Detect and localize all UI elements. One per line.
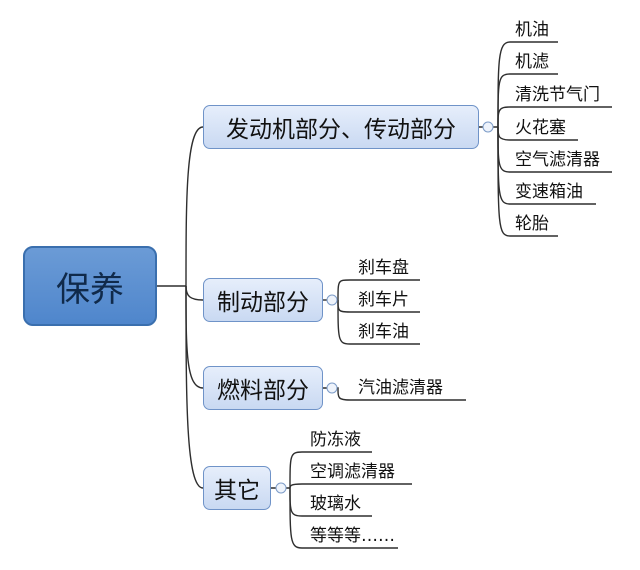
leaf-antifreeze[interactable]: 防冻液 bbox=[310, 430, 361, 450]
branch-other[interactable]: 其它 bbox=[203, 466, 271, 510]
root-to-brake bbox=[185, 285, 204, 301]
leaf-brake-pad[interactable]: 刹车片 bbox=[358, 290, 409, 310]
branch-brake[interactable]: 制动部分 bbox=[203, 278, 323, 322]
leaf-oil-filter[interactable]: 机滤 bbox=[515, 52, 549, 72]
other-collapse-dot bbox=[275, 482, 287, 494]
leaf-engine-oil[interactable]: 机油 bbox=[515, 20, 549, 40]
leaf-spark-plug[interactable]: 火花塞 bbox=[515, 118, 566, 138]
fuel-collapse-dot bbox=[326, 382, 338, 394]
leaf-throttle-cleaning[interactable]: 清洗节气门 bbox=[515, 85, 600, 105]
engine-collapse-dot bbox=[482, 121, 494, 133]
root-to-fuel bbox=[185, 285, 204, 389]
branch-engine-transmission[interactable]: 发动机部分、传动部分 bbox=[203, 105, 479, 149]
root-to-engine bbox=[185, 126, 204, 287]
leaf-gearbox-oil[interactable]: 变速箱油 bbox=[515, 182, 583, 202]
leaf-ac-filter[interactable]: 空调滤清器 bbox=[310, 462, 395, 482]
leaf-tires[interactable]: 轮胎 bbox=[515, 214, 549, 234]
leaf-brake-fluid[interactable]: 刹车油 bbox=[358, 322, 409, 342]
leaf-air-filter[interactable]: 空气滤清器 bbox=[515, 150, 600, 170]
branch-fuel[interactable]: 燃料部分 bbox=[203, 366, 323, 410]
brake-collapse-dot bbox=[326, 294, 338, 306]
root-to-other bbox=[185, 285, 204, 489]
leaf-fuel-filter[interactable]: 汽油滤清器 bbox=[358, 378, 443, 398]
leaf-brake-disc[interactable]: 刹车盘 bbox=[358, 258, 409, 278]
root-node[interactable]: 保养 bbox=[23, 246, 157, 326]
leaf-washer-fluid[interactable]: 玻璃水 bbox=[310, 494, 361, 514]
leaf-etc[interactable]: 等等等…… bbox=[310, 526, 395, 546]
fuel-connector bbox=[323, 387, 466, 401]
